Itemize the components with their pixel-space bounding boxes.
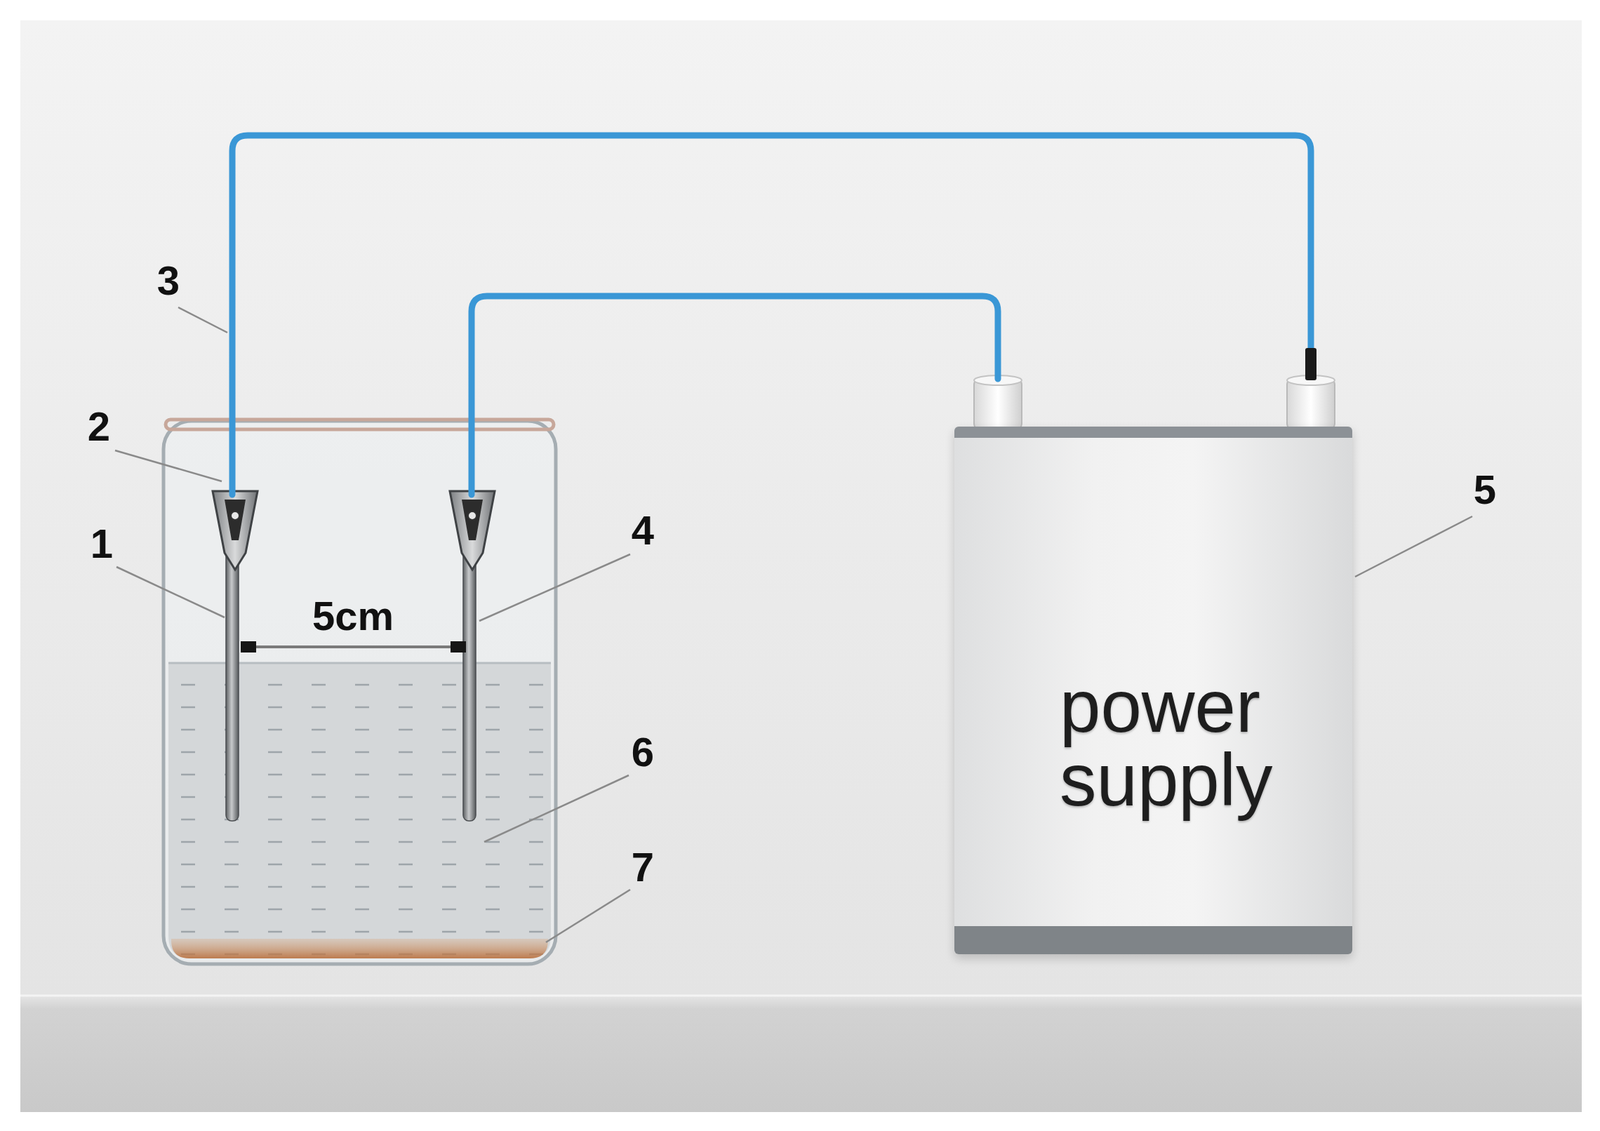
- clip-jaw: [461, 499, 483, 541]
- dimension-cap: [240, 641, 257, 653]
- clip-pivot: [468, 511, 477, 520]
- beaker-rim: [165, 419, 554, 430]
- dimension-line: [247, 645, 460, 649]
- leader-line: [115, 450, 222, 482]
- callout-number: 5: [1473, 469, 1497, 511]
- bench-top: [20, 995, 1582, 1113]
- leader-line: [484, 775, 629, 843]
- backdrop: [20, 20, 1582, 996]
- dimension-cap: [450, 641, 466, 653]
- clip-pivot: [230, 511, 240, 520]
- sediment-layer: [171, 938, 549, 959]
- terminal-post: [974, 378, 1022, 430]
- electrode-rod: [463, 540, 476, 822]
- bench-edge: [20, 995, 1582, 998]
- callout-number: 4: [631, 510, 655, 551]
- beaker-glass: [163, 421, 556, 965]
- callout-number: 2: [87, 406, 111, 448]
- leader-line: [178, 307, 228, 333]
- clip-jaw: [224, 499, 246, 541]
- leader-line: [479, 554, 631, 622]
- callout-number: 1: [90, 523, 113, 565]
- terminal-post: [1287, 378, 1335, 430]
- leader-line: [116, 567, 225, 618]
- leader-line: [1355, 516, 1473, 577]
- alligator-clip: [212, 491, 258, 570]
- electrode-rod: [225, 540, 239, 822]
- callout-number: 3: [157, 260, 180, 302]
- callout-number: 7: [631, 847, 655, 888]
- node-label: power supply: [1059, 669, 1332, 817]
- wire-plug: [1305, 348, 1317, 381]
- leader-line: [545, 889, 631, 943]
- dimension-label: 5cm: [312, 595, 394, 637]
- callout-number: 6: [631, 731, 655, 773]
- lead-wire: [471, 296, 998, 495]
- alligator-clip: [449, 491, 495, 570]
- power-supply-box: power supply: [954, 426, 1353, 955]
